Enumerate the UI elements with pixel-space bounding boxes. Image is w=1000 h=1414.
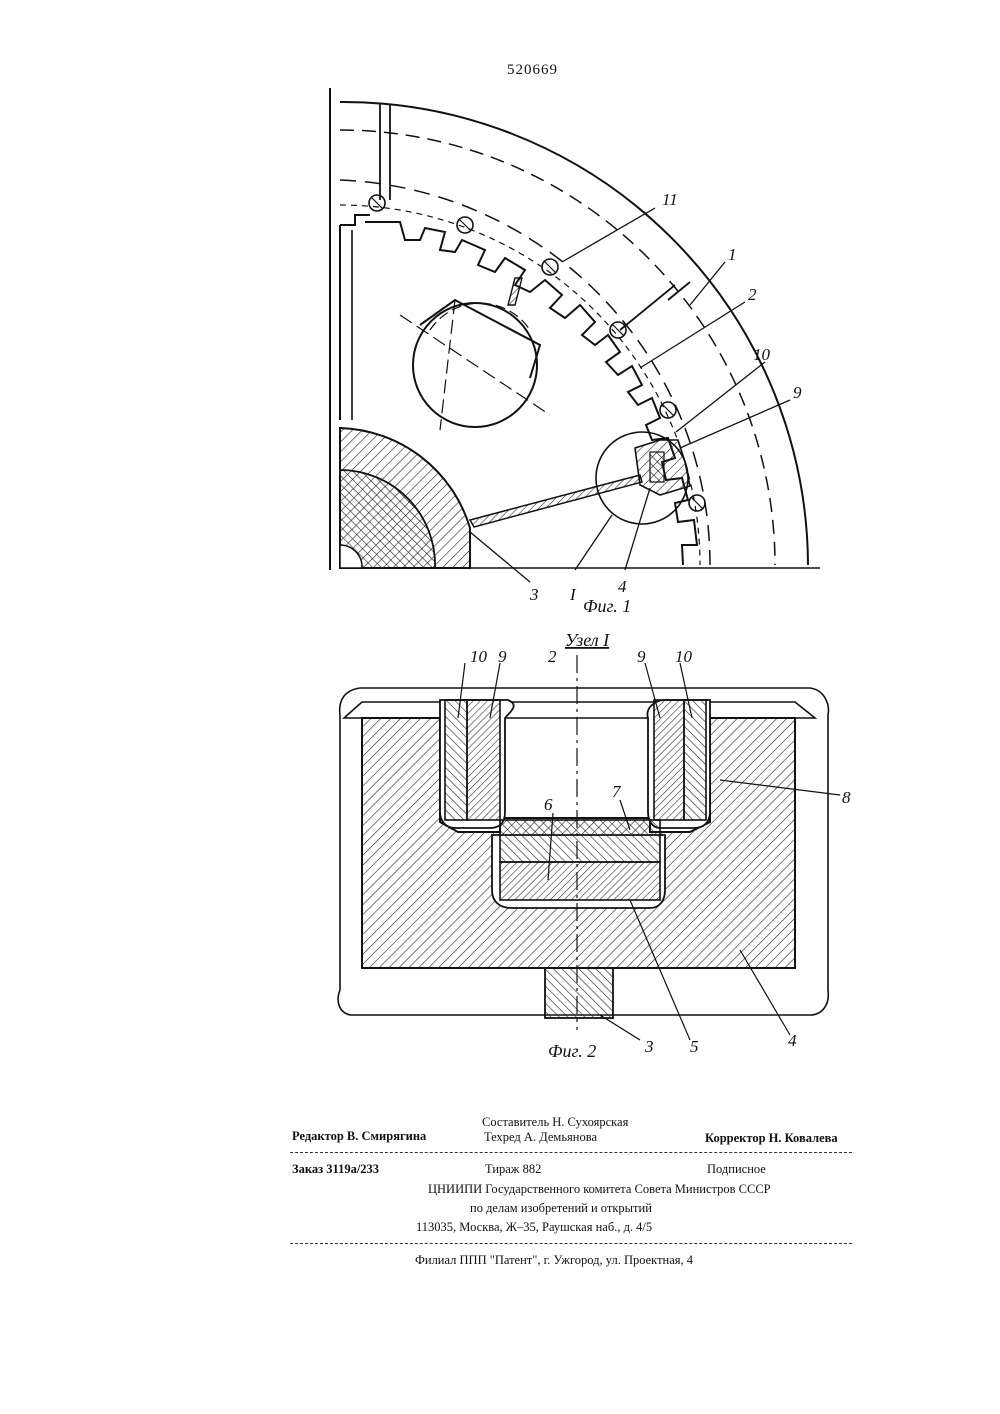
imprint-compiler: Составитель Н. Сухоярская: [482, 1115, 628, 1130]
fig2-label-4: 4: [788, 1031, 797, 1050]
fig2-label-10-left: 10: [470, 647, 488, 666]
imprint-subscription: Подписное: [707, 1162, 766, 1177]
fig2-label-2: 2: [548, 647, 557, 666]
imprint-editor: Редактор В. Смирягина: [292, 1129, 426, 1144]
fig1-label-2: 2: [748, 285, 757, 304]
fig2-label-8: 8: [842, 788, 851, 807]
imprint-circulation: Тираж 882: [485, 1162, 541, 1177]
fig2-label-5: 5: [690, 1037, 699, 1056]
imprint-org-line1: ЦНИИПИ Государственного комитета Совета …: [428, 1182, 771, 1197]
fig2-caption: Фиг. 2: [548, 1041, 596, 1061]
imprint-org-line2: по делам изобретений и открытий: [470, 1201, 652, 1216]
fig2-label-7: 7: [612, 782, 622, 801]
fig1-label-9: 9: [793, 383, 802, 402]
imprint-order: Заказ 3119а/233: [292, 1162, 379, 1177]
fig1-caption: Фиг. 1: [583, 596, 631, 616]
fig1-label-1: 1: [728, 245, 737, 264]
fig1-label-11: 11: [662, 190, 678, 209]
fig2-label-3: 3: [644, 1037, 654, 1056]
figure-1-drawing: [330, 88, 820, 582]
fig2-label-9-left: 9: [498, 647, 507, 666]
imprint-techred: Техред А. Демьянова: [484, 1130, 597, 1145]
imprint-divider-top: [290, 1152, 852, 1153]
fig2-title: Узел I: [565, 630, 610, 650]
imprint-corrector: Корректор Н. Ковалева: [705, 1131, 838, 1146]
fig1-label-I: I: [569, 585, 577, 604]
figure-2-drawing: [338, 655, 840, 1040]
fig2-label-6: 6: [544, 795, 553, 814]
imprint-address: 113035, Москва, Ж–35, Раушская наб., д. …: [416, 1220, 652, 1235]
fig1-label-3: 3: [529, 585, 539, 604]
fig2-label-10-right: 10: [675, 647, 693, 666]
imprint-divider-bottom: [290, 1243, 852, 1244]
fig2-label-9-right: 9: [637, 647, 646, 666]
fig1-label-10: 10: [753, 345, 771, 364]
fig1-label-4: 4: [618, 577, 627, 596]
imprint-branch: Филиал ППП "Патент", г. Ужгород, ул. Про…: [415, 1253, 693, 1268]
